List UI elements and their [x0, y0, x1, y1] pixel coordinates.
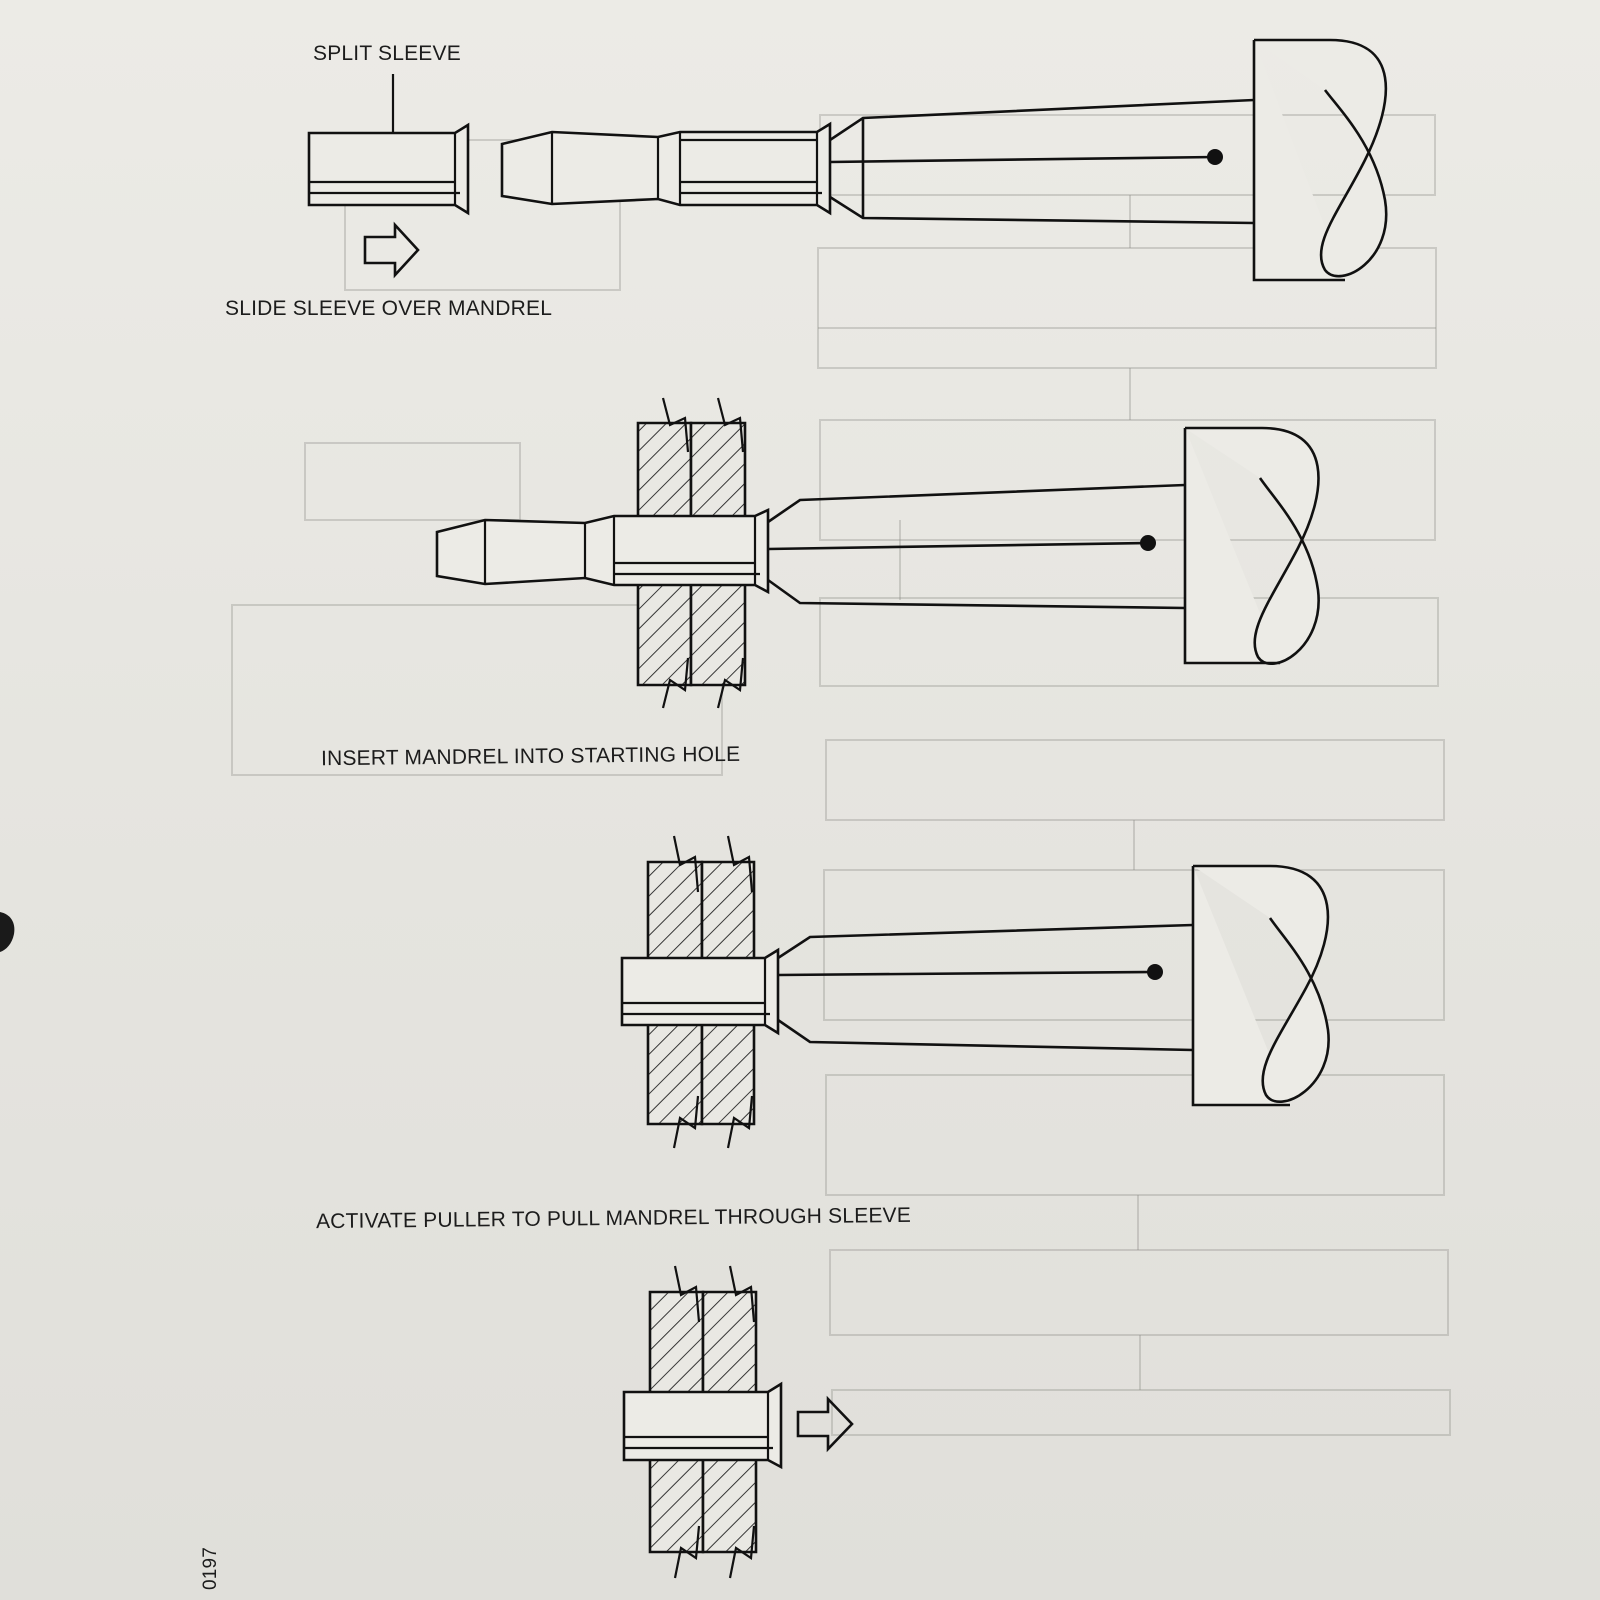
- binder-hole: [0, 912, 15, 952]
- split-sleeve-label: SPLIT SLEEVE: [313, 42, 461, 65]
- step4-figure: [622, 1265, 854, 1579]
- puller-gun-3: [777, 864, 1330, 1107]
- puller-gun: [829, 38, 1388, 282]
- step3-figure: [620, 835, 1330, 1149]
- mandrel: [500, 121, 1223, 216]
- figure-number: 0197: [200, 1546, 221, 1590]
- sleeve-in-hole-3: [620, 947, 1163, 1036]
- sleeve-left-in-hole: [622, 1381, 783, 1470]
- step1-figure: [307, 38, 1388, 282]
- mandrel-inserted: [435, 507, 1156, 595]
- step2-figure: [435, 397, 1320, 709]
- pivot-dot: [1207, 149, 1223, 165]
- split-sleeve: [307, 74, 470, 216]
- step1-caption: SLIDE SLEEVE OVER MANDREL: [225, 297, 553, 320]
- slide-arrow-icon: [363, 221, 420, 279]
- removal-arrow-icon: [796, 1395, 854, 1453]
- step2-caption: INSERT MANDREL INTO STARTING HOLE: [320, 742, 741, 771]
- puller-gun-2: [767, 426, 1320, 665]
